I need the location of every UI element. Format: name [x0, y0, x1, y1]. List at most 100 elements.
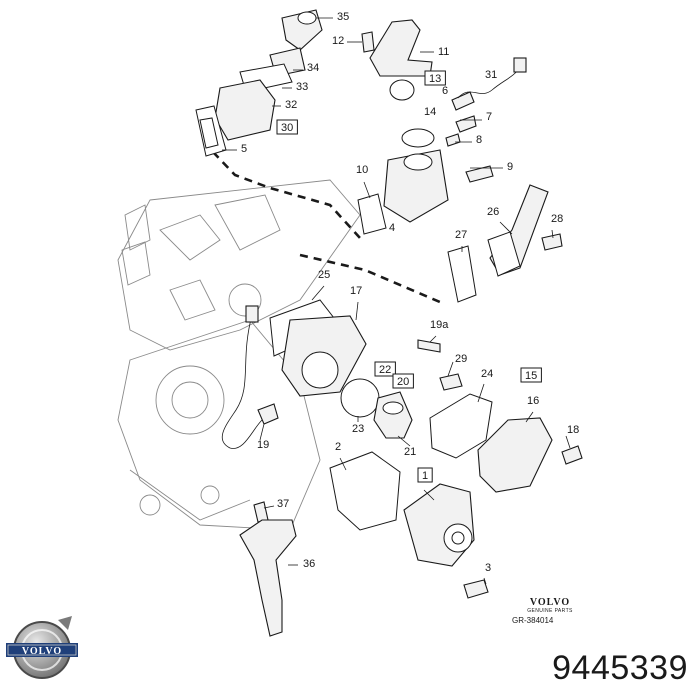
callout-4: 4 — [389, 222, 395, 234]
callout-2: 2 — [335, 441, 341, 453]
callout-box — [374, 361, 396, 377]
callout-11: 11 — [438, 46, 449, 58]
callout-20: 20 — [392, 373, 414, 389]
callout-12: 12 — [332, 35, 344, 47]
callout-19: 19 — [257, 439, 269, 451]
callout-5: 5 — [241, 143, 247, 155]
callout-label: 15 — [525, 370, 537, 382]
callout-box — [424, 70, 446, 86]
bypass-pipe-group — [447, 184, 563, 303]
callout-label: 37 — [277, 498, 289, 510]
callout-19a: 19a — [430, 319, 449, 331]
callout-14: 14 — [424, 106, 436, 118]
callout-label: 33 — [296, 81, 308, 93]
callout-37: 37 — [277, 498, 289, 510]
callout-3: 3 — [485, 562, 491, 574]
callout-label: 2 — [335, 441, 341, 453]
callout-label: 20 — [397, 376, 409, 388]
callout-label: 30 — [281, 122, 293, 134]
callout-7: 7 — [486, 111, 492, 123]
callout-label: 14 — [424, 106, 436, 118]
callout-label: 10 — [356, 164, 368, 176]
callout-18: 18 — [567, 424, 579, 436]
temp-sensor-cable — [221, 314, 263, 449]
sensor-plug — [513, 57, 527, 73]
callout-24: 24 — [481, 368, 493, 380]
callout-28: 28 — [551, 213, 563, 225]
coolant-pipe-group — [239, 501, 297, 637]
callout-label: 5 — [241, 143, 247, 155]
callout-label: 28 — [551, 213, 563, 225]
callout-label: 7 — [486, 111, 492, 123]
callout-26: 26 — [487, 206, 499, 218]
callout-17: 17 — [350, 285, 362, 297]
part-number: 9445339 — [552, 649, 688, 687]
callout-label: 35 — [337, 11, 349, 23]
leader-lines — [222, 17, 571, 585]
thermostat-housing-group — [195, 9, 323, 157]
pump-housing-group — [269, 299, 413, 439]
callout-27: 27 — [455, 229, 467, 241]
temp-sensor-body — [257, 403, 279, 425]
outlet-housing-group — [357, 19, 494, 235]
water-pump-cover-group — [417, 339, 583, 493]
callout-box — [417, 467, 433, 483]
reference-line-upper — [212, 151, 361, 239]
callout-30: 30 — [276, 119, 298, 135]
callout-label: 8 — [476, 134, 482, 146]
temp-sensor-plug — [245, 305, 259, 323]
callout-8: 8 — [476, 134, 482, 146]
callout-label: 16 — [527, 395, 539, 407]
callout-box — [276, 119, 298, 135]
callout-label: 1 — [422, 470, 428, 482]
callout-10: 10 — [356, 164, 368, 176]
stamp-subtitle: GENUINE PARTS — [527, 608, 573, 614]
callout-label: 36 — [303, 558, 315, 570]
callout-21: 21 — [404, 446, 416, 458]
water-pump-group — [329, 451, 489, 599]
callout-label: 32 — [285, 99, 297, 111]
callout-label: 19 — [257, 439, 269, 451]
callout-label: 11 — [438, 46, 449, 58]
diagram-reference-code: GR-384014 — [512, 616, 554, 625]
callout-9: 9 — [507, 161, 513, 173]
callout-label: 18 — [567, 424, 579, 436]
sensor-wire — [457, 67, 521, 99]
callout-label: 27 — [455, 229, 467, 241]
callout-36: 36 — [303, 558, 315, 570]
callout-label: 25 — [318, 269, 330, 281]
callout-label: 13 — [429, 73, 441, 85]
callout-label: 9 — [507, 161, 513, 173]
callout-label: 29 — [455, 353, 467, 365]
callout-34: 34 — [307, 62, 319, 74]
logo-text: VOLVO — [22, 646, 62, 657]
callout-box — [520, 367, 542, 383]
callout-16: 16 — [527, 395, 539, 407]
callout-1: 1 — [417, 467, 433, 483]
callout-23: 23 — [352, 423, 364, 435]
callout-label: 31 — [485, 69, 497, 81]
genuine-parts-stamp: VOLVO GENUINE PARTS — [520, 597, 580, 614]
callout-15: 15 — [520, 367, 542, 383]
callout-label: 26 — [487, 206, 499, 218]
callout-label: 22 — [379, 364, 391, 376]
callout-29: 29 — [455, 353, 467, 365]
callout-13: 13 — [424, 70, 446, 86]
volvo-logo: VOLVO — [6, 616, 78, 679]
callout-22: 22 — [374, 361, 396, 377]
callout-label: 24 — [481, 368, 493, 380]
callout-label: 21 — [404, 446, 416, 458]
callout-label: 4 — [389, 222, 395, 234]
callout-31: 31 — [485, 69, 497, 81]
callout-label: 12 — [332, 35, 344, 47]
callout-label: 23 — [352, 423, 364, 435]
stamp-brand: VOLVO — [529, 597, 571, 608]
callout-6: 6 — [442, 85, 448, 97]
callout-label: 6 — [442, 85, 448, 97]
callout-25: 25 — [318, 269, 330, 281]
callout-label: 34 — [307, 62, 319, 74]
callout-label: 3 — [485, 562, 491, 574]
callout-32: 32 — [285, 99, 297, 111]
